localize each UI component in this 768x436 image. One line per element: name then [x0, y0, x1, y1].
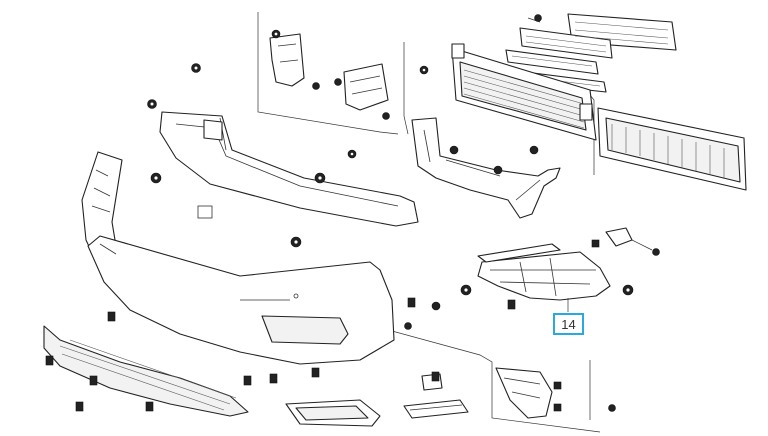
screw-icon [314, 172, 326, 184]
clip-icon [145, 401, 154, 412]
active-grille-shutter [451, 43, 597, 141]
clip-icon [553, 403, 562, 412]
energy-absorber-beam [159, 111, 419, 227]
inset-brackets [269, 33, 389, 111]
screw-icon [150, 172, 162, 184]
small-bracket-right [605, 227, 653, 251]
fog-lamp-bezel [285, 399, 381, 427]
support-bracket-center [411, 117, 561, 219]
clip-icon [45, 355, 54, 366]
bolt-icon [460, 284, 472, 296]
bolt-icon [622, 284, 634, 296]
part-number-label: 14 [561, 317, 576, 332]
screw-icon [191, 63, 201, 73]
fasteners [45, 14, 660, 412]
clip-icon [107, 311, 116, 322]
screw-icon [290, 236, 302, 248]
screw-icon [652, 248, 660, 256]
front-bumper-cover [81, 151, 395, 365]
part-number-callout[interactable]: 14 [553, 313, 584, 335]
clip-icon [431, 371, 440, 382]
clip-icon [75, 401, 84, 412]
side-bracket-part-14 [477, 243, 611, 312]
screw-icon [493, 165, 503, 175]
screw-icon [271, 29, 281, 39]
screw-icon [147, 99, 157, 109]
screw-icon [529, 145, 539, 155]
clip-icon [407, 297, 416, 308]
grille-frame-right [597, 107, 747, 191]
screw-icon [534, 14, 542, 22]
screw-icon [449, 145, 459, 155]
clip-icon [243, 375, 252, 386]
screw-icon [347, 149, 357, 159]
screw-icon [382, 112, 390, 120]
clip-icon [591, 239, 600, 248]
screw-icon [431, 301, 441, 311]
screw-icon [419, 65, 429, 75]
clip-icon [553, 381, 562, 390]
lower-brackets [403, 367, 553, 419]
clip-icon [269, 373, 278, 384]
screw-icon [334, 78, 342, 86]
screw-icon [608, 404, 616, 412]
screw-icon [312, 82, 320, 90]
clip-icon [311, 367, 320, 378]
lower-spoiler [43, 325, 249, 417]
screw-icon [404, 322, 412, 330]
clip-icon [89, 375, 98, 386]
clip-icon [507, 299, 516, 310]
